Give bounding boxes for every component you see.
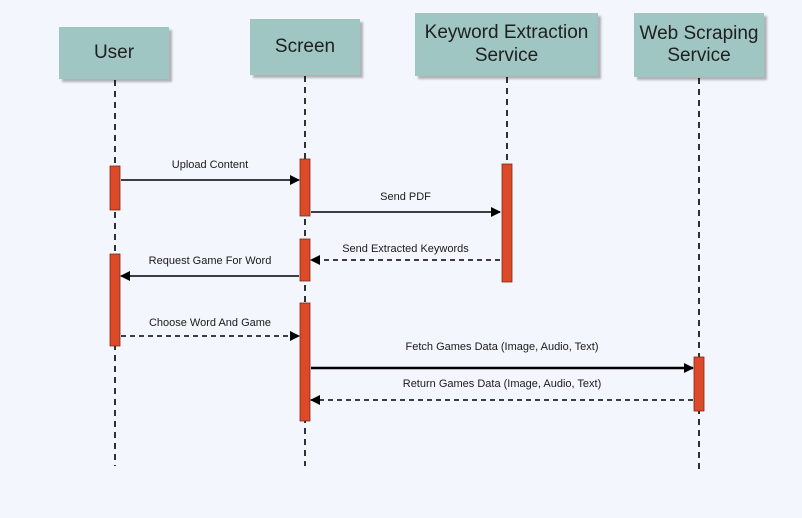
activation-bar-user-1 — [109, 253, 121, 347]
activation-bar-screen-4 — [299, 302, 311, 422]
activation-bar-wss-6 — [693, 356, 705, 412]
message-label-0: Upload Content — [172, 159, 248, 171]
participant-web-scraping-service-label: Web Scraping Service — [639, 22, 759, 66]
activation-bar-screen-3 — [299, 238, 311, 282]
message-label-5: Fetch Games Data (Image, Audio, Text) — [406, 341, 599, 353]
participant-keyword-extraction-service: Keyword Extraction Service — [415, 13, 598, 76]
message-label-3: Request Game For Word — [149, 255, 272, 267]
message-label-2: Send Extracted Keywords — [342, 243, 469, 255]
participant-user-label: User — [93, 41, 135, 63]
message-label-6: Return Games Data (Image, Audio, Text) — [403, 378, 602, 390]
participant-user: User — [59, 27, 169, 79]
message-label-1: Send PDF — [380, 191, 431, 203]
participant-screen: Screen — [250, 19, 360, 75]
participant-web-scraping-service: Web Scraping Service — [634, 13, 764, 77]
activation-bar-user-0 — [109, 165, 121, 211]
participant-keyword-extraction-service-label: Keyword Extraction Service — [424, 22, 589, 66]
activation-bar-kes-5 — [501, 163, 513, 283]
message-label-4: Choose Word And Game — [149, 317, 271, 329]
activation-bar-screen-2 — [299, 158, 311, 217]
participant-screen-label: Screen — [274, 35, 336, 57]
